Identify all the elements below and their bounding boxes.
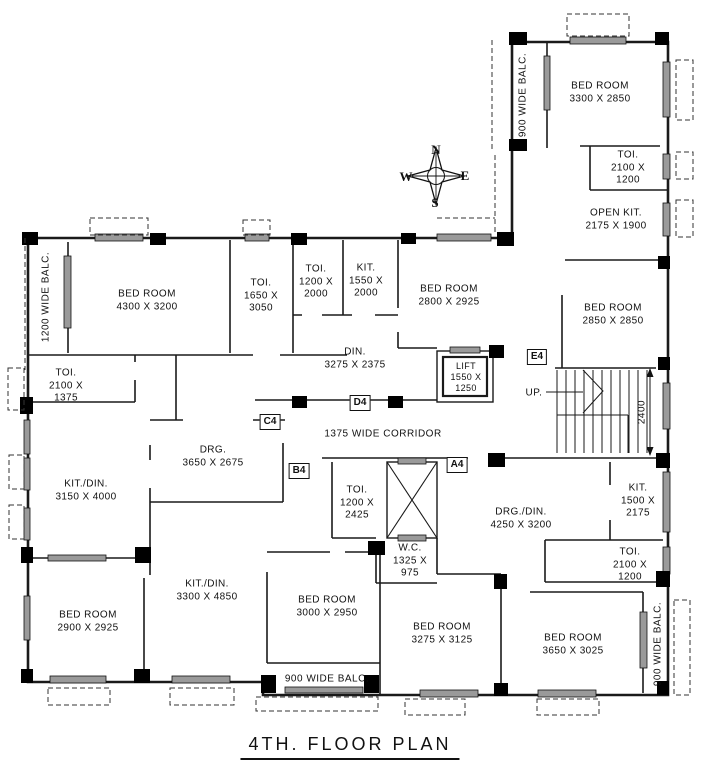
room-name: DIN. xyxy=(344,346,366,358)
room-label-toi-1: TOI.2100 X 1200 xyxy=(611,149,645,187)
grid-label-d4: D4 xyxy=(349,395,371,411)
room-label-wc: W.C.1325 X 975 xyxy=(393,542,427,580)
room-dims: 4300 X 3200 xyxy=(116,301,178,312)
room-name: TOI. xyxy=(305,263,327,275)
room-name: KIT./DIN. xyxy=(185,578,229,590)
grid-label-a4: A4 xyxy=(446,457,468,473)
compass-icon xyxy=(405,145,467,207)
room-label-toi-3: TOI.1200 X 2000 xyxy=(299,263,333,301)
room-label-kit-1: KIT.1550 X 2000 xyxy=(349,262,383,300)
room-dims: 4250 X 3200 xyxy=(490,519,552,530)
grid-label-c4: C4 xyxy=(259,414,281,430)
room-dims: 3300 X 2850 xyxy=(569,93,631,104)
room-name: DRG. xyxy=(199,444,227,456)
room-name: OPEN KIT. xyxy=(590,207,642,219)
room-dims: 3000 X 2950 xyxy=(296,607,358,618)
room-dims: 1325 X 975 xyxy=(392,554,428,579)
duct-shaft xyxy=(386,461,438,539)
room-dims: 2100 X 1200 xyxy=(612,558,648,583)
room-dims: 2100 X 1375 xyxy=(48,379,84,404)
room-dims: 2100 X 1200 xyxy=(610,161,646,186)
room-name: BED ROOM xyxy=(118,288,176,300)
room-name: W.C. xyxy=(398,542,422,554)
lift-box xyxy=(436,350,494,403)
balcony-label-bottom: 900 WIDE BALC. xyxy=(284,673,370,685)
room-name: DRG./DIN. xyxy=(495,506,547,518)
room-dims: 1200 X 2425 xyxy=(339,496,375,521)
balcony-label-left: 1200 WIDE BALC. xyxy=(40,251,52,343)
room-label-drg-din: DRG./DIN.4250 X 3200 xyxy=(490,507,551,532)
compass-north-label: N xyxy=(431,142,441,157)
room-dims: 1550 X 2000 xyxy=(348,274,384,299)
up-label: UP. xyxy=(525,387,543,399)
room-name: TOI. xyxy=(617,149,639,161)
room-label-kit-din-1: KIT./DIN.3150 X 4000 xyxy=(55,479,116,504)
room-dims: 2800 X 2925 xyxy=(418,296,480,307)
columns xyxy=(20,32,670,696)
compass-west-label: W xyxy=(399,169,413,184)
room-name: BED ROOM xyxy=(571,80,629,92)
room-name: KIT./DIN. xyxy=(64,478,108,490)
staircase xyxy=(556,369,648,453)
balcony-label-top: 900 WIDE BALC. xyxy=(517,52,529,138)
room-label-kit-2: KIT.1500 X 2175 xyxy=(621,482,655,520)
room-label-toi-4: TOI.2100 X 1375 xyxy=(49,367,83,405)
grid-label-b4: B4 xyxy=(288,463,310,479)
room-dims: 2900 X 2925 xyxy=(57,622,119,633)
compass-south-label: S xyxy=(431,195,439,210)
room-name: BED ROOM xyxy=(420,283,478,295)
room-name: TOI. xyxy=(346,484,368,496)
room-label-toi-2: TOI.1650 X 3050 xyxy=(244,277,278,315)
room-label-kit-din-2: KIT./DIN.3300 X 4850 xyxy=(176,579,237,604)
room-name: BED ROOM xyxy=(413,621,471,633)
grid-label-e4: E4 xyxy=(526,349,548,365)
room-dims: 3650 X 3025 xyxy=(542,645,604,656)
room-name: TOI. xyxy=(55,367,77,379)
room-name: TOI. xyxy=(250,277,272,289)
drawing-title: 4TH. FLOOR PLAN xyxy=(240,734,460,760)
room-dims: 3150 X 4000 xyxy=(55,491,117,502)
room-dims: 1550 X 1250 xyxy=(450,371,482,393)
room-name: BED ROOM xyxy=(59,609,117,621)
room-dims: 2175 X 1900 xyxy=(585,220,647,231)
room-name: BED ROOM xyxy=(584,302,642,314)
room-dims: 1650 X 3050 xyxy=(243,289,279,314)
room-dims: 1200 X 2000 xyxy=(298,275,334,300)
room-dims: 3300 X 4850 xyxy=(176,591,238,602)
room-name: LIFT xyxy=(455,360,477,371)
corridor-label: 1375 WIDE CORRIDOR xyxy=(324,428,442,440)
windows xyxy=(23,36,671,698)
room-label-din: DIN.3275 X 2375 xyxy=(324,347,385,372)
balcony-label-right: 900 WIDE BALC. xyxy=(652,601,664,687)
room-label-drg: DRG.3650 X 2675 xyxy=(182,445,243,470)
compass-east-label: E xyxy=(460,168,470,183)
room-dims: 2850 X 2850 xyxy=(582,315,644,326)
room-label-toi-5: TOI.1200 X 2425 xyxy=(340,484,374,522)
room-dims: 1500 X 2175 xyxy=(620,494,656,519)
stair-dimension-label: 2400 xyxy=(636,399,648,425)
room-dims: 3650 X 2675 xyxy=(182,457,244,468)
dashed-projections xyxy=(7,13,694,716)
room-dims: 3275 X 3125 xyxy=(411,634,473,645)
room-name: KIT. xyxy=(628,482,648,494)
room-name: KIT. xyxy=(356,262,376,274)
stair-dimension-line xyxy=(646,368,654,456)
room-label-toi-6: TOI.2100 X 1200 xyxy=(613,546,647,584)
room-dims: 3275 X 2375 xyxy=(324,359,386,370)
room-name: TOI. xyxy=(619,546,641,558)
room-label-open-kit: OPEN KIT.2175 X 1900 xyxy=(585,208,646,233)
room-name: BED ROOM xyxy=(298,594,356,606)
room-name: BED ROOM xyxy=(544,632,602,644)
